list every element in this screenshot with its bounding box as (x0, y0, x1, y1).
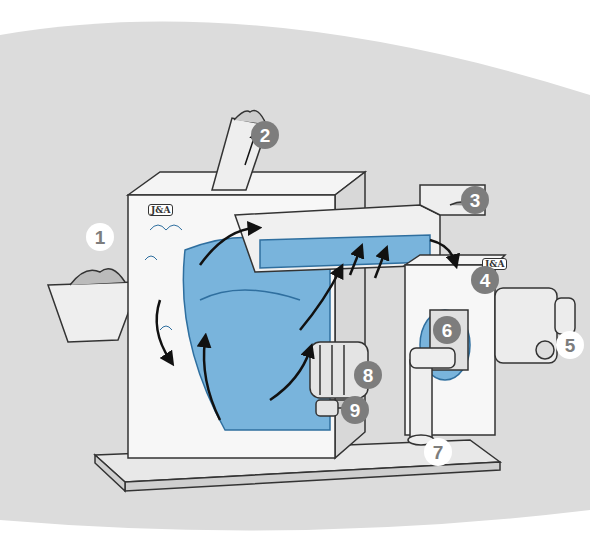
callout-number: 1 (86, 223, 114, 251)
drain-pipe (408, 348, 455, 445)
feed-hopper (48, 269, 135, 342)
callout-number: 5 (556, 331, 584, 359)
background-panel (0, 22, 590, 531)
water-splash (145, 225, 182, 330)
callout-number: 2 (251, 121, 279, 149)
callout-number: 9 (341, 396, 369, 424)
flow-arrows (157, 228, 455, 420)
brand-logo: J&A (148, 204, 173, 216)
callout-number: 8 (354, 361, 382, 389)
callout-number: 6 (433, 316, 461, 344)
callout-number: 7 (424, 438, 452, 466)
drain-valve (316, 400, 338, 416)
callout-number: 4 (471, 266, 499, 294)
callout-number: 3 (461, 186, 489, 214)
